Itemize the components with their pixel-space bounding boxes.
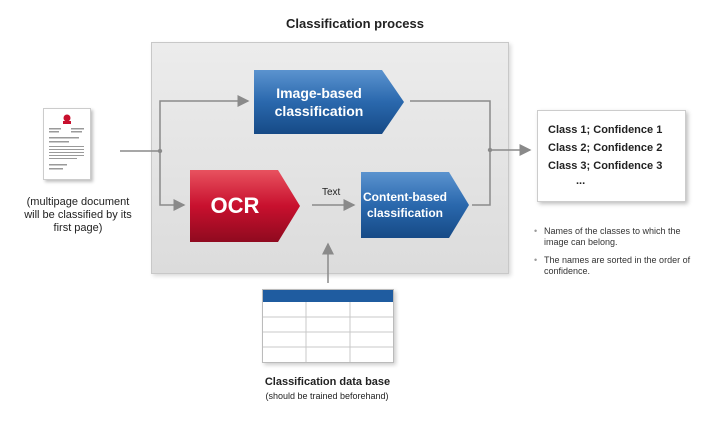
text-arrow-label: Text (322, 187, 341, 198)
image-based-classification-block: Image-based classification (254, 70, 404, 134)
note-item: • Names of the classes to which the imag… (534, 226, 694, 248)
notes-list: • Names of the classes to which the imag… (534, 226, 694, 284)
note-text: The names are sorted in the order of con… (544, 255, 691, 276)
database-title: Classification data base (264, 376, 391, 388)
result-line: Class 1; Confidence 1 (548, 124, 663, 136)
document-thumbnail (43, 108, 91, 180)
content-based-label: Content-based classification (363, 190, 447, 220)
blue-chevron-shape (361, 172, 469, 238)
red-chevron-shape (190, 170, 300, 242)
bullet-icon: • (534, 226, 538, 236)
ocr-block: OCR (190, 170, 300, 242)
bullet-icon: • (534, 255, 538, 265)
database-table-header (263, 290, 393, 302)
document-caption: (multipage document will be classified b… (24, 196, 132, 234)
document-page-icon (49, 114, 84, 170)
database-grid-icon (263, 302, 393, 362)
note-text: Names of the classes to which the image … (544, 226, 681, 247)
content-based-classification-block: Content-based classification (361, 172, 469, 238)
image-based-label: Image-based classification (274, 85, 364, 119)
database-caption: (should be trained beforehand) (265, 391, 389, 401)
blue-chevron-shape (254, 70, 404, 134)
note-item: • The names are sorted in the order of c… (534, 255, 694, 277)
results-box: Class 1; Confidence 1 Class 2; Confidenc… (537, 110, 686, 202)
database-table (262, 289, 394, 363)
ocr-label: OCR (210, 193, 260, 218)
result-ellipsis: ... (576, 175, 586, 187)
diagram-title: Classification process (286, 16, 424, 31)
result-line: Class 3; Confidence 3 (548, 160, 663, 172)
result-line: Class 2; Confidence 2 (548, 142, 663, 154)
